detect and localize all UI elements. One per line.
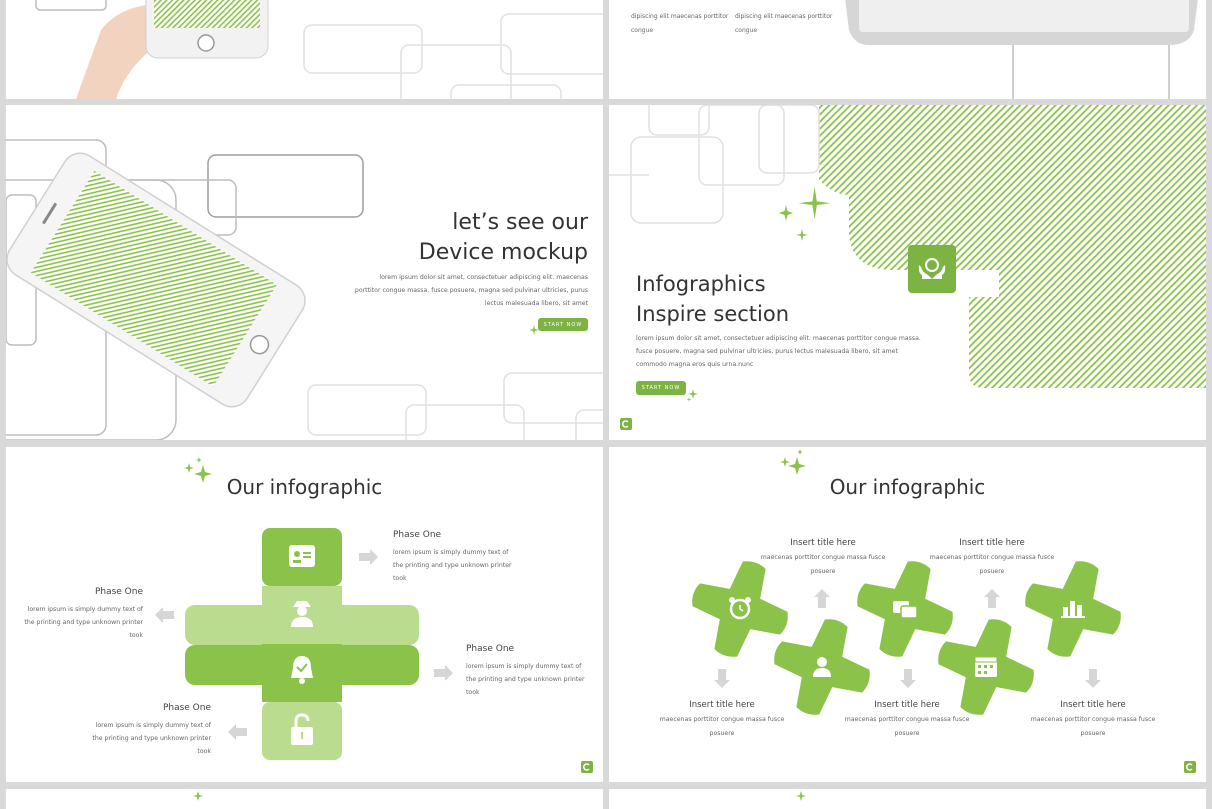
item-title: Insert title here <box>959 538 1025 548</box>
corner-logo-icon <box>1184 761 1196 773</box>
slide3-title-line2: Device mockup <box>418 240 588 265</box>
sparkle-icon <box>193 791 203 801</box>
slide-thumbnail-5[interactable]: Our infographic Phase One lorem ipsum is… <box>6 447 603 782</box>
slide1-decoration <box>35 0 603 99</box>
item-text: maecenas porttitor congue massa fusce po… <box>1030 716 1156 737</box>
arrow-down-icon <box>714 669 730 688</box>
phase-text: lorem ipsum is simply dummy text of the … <box>92 722 211 755</box>
hand-shape <box>76 5 151 99</box>
slide-thumbnail-7[interactable] <box>6 789 603 809</box>
calendar-icon <box>974 656 998 677</box>
phase-title: Phase One <box>393 530 442 540</box>
slide4-title-line2: Inspire section <box>636 302 790 326</box>
item-text: maecenas porttitor congue massa fusce po… <box>844 716 970 737</box>
slide4-title-line1: Infographics <box>636 272 766 296</box>
arrow-right-icon <box>434 665 453 681</box>
sparkle-icon <box>796 791 806 801</box>
slide3-body: lorem ipsum dolor sit amet, consectetuer… <box>354 274 588 307</box>
phone-mockup-icon <box>145 0 269 59</box>
sparkle-cluster-icon <box>779 187 831 241</box>
item-title: Insert title here <box>790 538 856 548</box>
item-text: maecenas porttitor congue massa fusce po… <box>760 554 886 575</box>
sparkle-cluster-icon <box>184 457 212 483</box>
slide2-text-b: dipiscing elit maecenas porttitor congue <box>735 13 833 34</box>
slide3-title-line1: let’s see our <box>452 210 588 235</box>
slide-thumbnail-2[interactable]: dipiscing elit maecenas porttitor congue… <box>609 0 1206 99</box>
hands-recycle-icon <box>908 245 956 293</box>
user-icon <box>813 657 831 677</box>
slide6-title: Our infographic <box>829 475 986 499</box>
slide-thumbnail-8[interactable] <box>609 789 1206 809</box>
slide2-text-a: dipiscing elit maecenas porttitor congue <box>631 13 729 34</box>
item-text: maecenas porttitor congue massa fusce po… <box>929 554 1055 575</box>
item-title: Insert title here <box>1060 700 1126 710</box>
corner-logo-icon <box>620 418 632 430</box>
slide-thumbnail-1[interactable] <box>6 0 603 99</box>
spy-user-icon <box>291 601 313 627</box>
corner-logo-icon <box>581 761 593 773</box>
tilted-phone-mockup-icon <box>6 152 306 408</box>
bar-chart-icon <box>1061 601 1085 618</box>
phase-text: lorem ipsum is simply dummy text of the … <box>24 606 143 639</box>
slide-thumbnail-4[interactable]: Infographics Inspire section lorem ipsum… <box>609 105 1206 440</box>
item-title: Insert title here <box>874 700 940 710</box>
arrow-down-icon <box>1085 669 1101 688</box>
phase-title: Phase One <box>94 587 143 597</box>
slide5-infographic <box>155 457 593 773</box>
chat-icon <box>893 601 918 619</box>
slide4-decoration <box>609 105 1206 430</box>
arrow-up-icon <box>814 589 830 608</box>
item-text: maecenas porttitor congue massa fusce po… <box>659 716 785 737</box>
phase-text: lorem ipsum is simply dummy text of the … <box>393 549 512 582</box>
slide4-body: lorem ipsum dolor sit amet, consectetuer… <box>636 335 921 368</box>
arrow-down-icon <box>900 669 916 688</box>
slide2-decoration <box>845 0 1198 99</box>
phase-title: Phase One <box>466 644 515 654</box>
arrow-left-icon <box>155 607 174 623</box>
arrow-right-icon <box>359 549 378 565</box>
unlock-icon <box>291 713 313 745</box>
slide5-title: Our infographic <box>226 475 383 499</box>
bell-check-icon <box>291 656 313 684</box>
slide4-start-button[interactable]: START NOW <box>636 381 686 395</box>
slide3-decoration <box>6 139 603 440</box>
phase-title: Phase One <box>162 703 211 713</box>
alarm-clock-icon <box>729 597 751 620</box>
id-card-icon <box>289 545 315 567</box>
arrow-left-icon <box>228 724 247 740</box>
slide-thumbnail-6[interactable]: Our infographic Insert title here maecen… <box>609 447 1206 782</box>
sparkle-icon <box>686 389 698 402</box>
laptop-mockup-icon <box>845 0 1198 45</box>
item-title: Insert title here <box>689 700 755 710</box>
phase-text: lorem ipsum is simply dummy text of the … <box>466 663 585 696</box>
arrow-up-icon <box>984 589 1000 608</box>
slide3-start-button[interactable]: START NOW <box>538 318 588 331</box>
slide6-infographic <box>678 449 1196 773</box>
slide-thumbnail-3[interactable]: let’s see our Device mockup lorem ipsum … <box>6 105 603 440</box>
sparkle-cluster-icon <box>780 449 806 475</box>
